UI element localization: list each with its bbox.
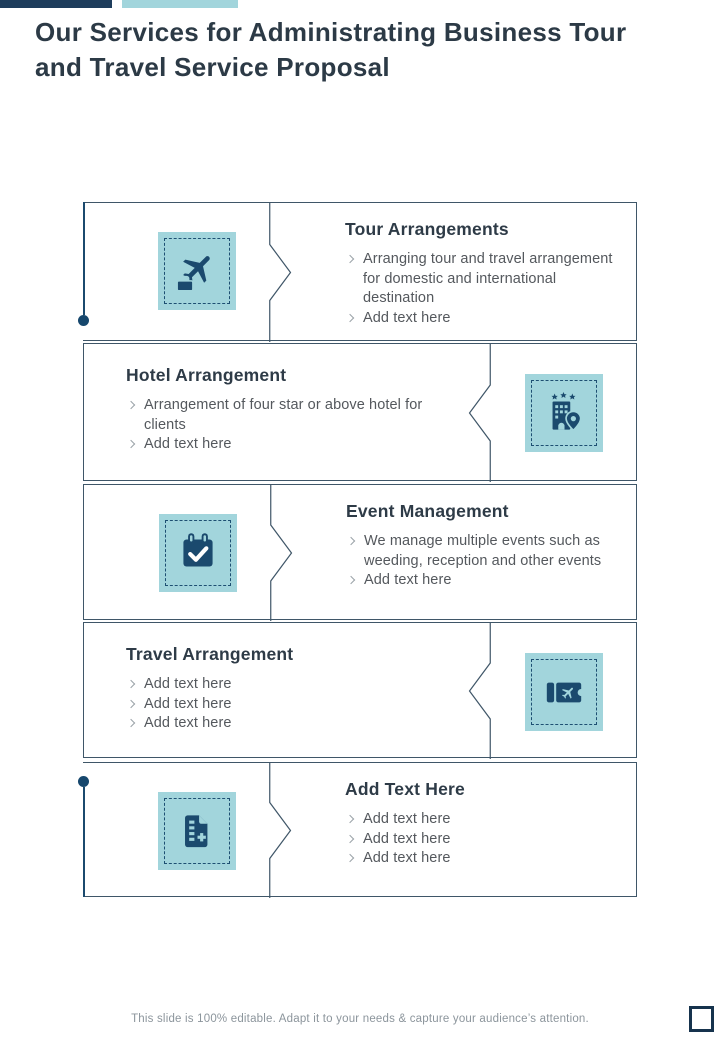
plane-briefcase-icon xyxy=(158,232,236,310)
bullet-chevron-icon xyxy=(345,810,363,830)
divider-chevron xyxy=(468,623,491,759)
bullet-text: We manage multiple events such as weedin… xyxy=(364,533,602,569)
bullet-chevron-icon xyxy=(126,714,144,734)
hotel-location-icon xyxy=(525,374,603,452)
bullet-item: Add text here xyxy=(345,309,630,329)
bullet-item: Add text here xyxy=(346,571,631,591)
bullet-chevron-icon xyxy=(345,849,363,869)
ticket-plane-icon xyxy=(546,682,585,703)
service-card-tour-arrangements: Tour Arrangements Arranging tour and tra… xyxy=(83,202,637,342)
service-title: Add Text Here xyxy=(345,779,465,799)
service-title: Tour Arrangements xyxy=(345,219,509,239)
bullet-chevron-icon xyxy=(126,396,144,435)
divider-chevron xyxy=(270,485,293,621)
bullet-text: Arrangement of four star or above hotel … xyxy=(144,397,423,433)
timeline-line-bottom xyxy=(83,787,85,897)
service-text: Hotel Arrangement Arrangement of four st… xyxy=(126,344,444,455)
document-plus-icon xyxy=(158,792,236,870)
bullet-item: Add text here xyxy=(345,849,630,869)
service-title: Travel Arrangement xyxy=(126,644,294,664)
timeline-line-top xyxy=(83,202,85,315)
service-card-hotel-arrangement: Hotel Arrangement Arrangement of four st… xyxy=(83,343,637,482)
bullet-chevron-icon xyxy=(345,250,363,309)
divider-chevron xyxy=(269,203,292,342)
service-text: Tour Arrangements Arranging tour and tra… xyxy=(345,203,630,328)
bullet-chevron-icon xyxy=(126,675,144,695)
bullet-text: Add text here xyxy=(363,850,451,866)
document-plus-icon xyxy=(185,815,208,848)
page-title-line1: Our Services for Administrating Business… xyxy=(35,17,627,47)
bullet-text: Add text here xyxy=(144,436,232,452)
bullet-list: Add text here Add text here Add text her… xyxy=(345,810,630,869)
bullet-text: Add text here xyxy=(363,830,451,847)
bullet-chevron-icon xyxy=(346,571,364,591)
top-accent-bar-teal xyxy=(122,0,238,8)
calendar-check-icon xyxy=(183,533,213,567)
bullet-item: Arranging tour and travel arrangement fo… xyxy=(345,250,630,309)
timeline-dot xyxy=(78,315,89,326)
bullet-list: Arranging tour and travel arrangement fo… xyxy=(345,250,630,328)
bullet-text: Add text here xyxy=(363,811,451,827)
bullet-list: We manage multiple events such as weedin… xyxy=(346,532,631,591)
ticket-plane-icon xyxy=(525,653,603,731)
top-accent-bar-navy xyxy=(0,0,112,8)
bullet-item: Add text here xyxy=(345,830,630,850)
footer-note: This slide is 100% editable. Adapt it to… xyxy=(131,1013,589,1025)
bullet-chevron-icon xyxy=(345,830,363,850)
bullet-text: Add text here xyxy=(144,676,232,692)
bullet-list: Add text here Add text here Add text her… xyxy=(126,675,444,734)
service-card-add-text-here: Add Text Here Add text here Add text her… xyxy=(83,762,637,898)
divider-chevron xyxy=(468,344,491,482)
hotel-location-icon xyxy=(551,391,582,432)
bullet-text: Add text here xyxy=(363,309,451,326)
bullet-text: Add text here xyxy=(144,695,232,712)
bullet-list: Arrangement of four star or above hotel … xyxy=(126,396,444,455)
bullet-item: Add text here xyxy=(126,695,444,715)
bullet-item: Add text here xyxy=(126,714,444,734)
service-card-event-management: Event Management We manage multiple even… xyxy=(83,484,637,621)
divider-chevron xyxy=(269,763,292,898)
bullet-text: Add text here xyxy=(364,572,452,588)
bullet-item: Add text here xyxy=(126,675,444,695)
bullet-text: Arranging tour and travel arrangement fo… xyxy=(363,251,613,306)
bullet-chevron-icon xyxy=(346,532,364,571)
service-text: Event Management We manage multiple even… xyxy=(346,485,631,591)
bullet-item: Add text here xyxy=(345,810,630,830)
bullet-chevron-icon xyxy=(126,435,144,455)
bullet-chevron-icon xyxy=(345,309,363,329)
page-title: Our Services for Administrating Business… xyxy=(35,15,700,85)
service-card-travel-arrangement: Travel Arrangement Add text here Add tex… xyxy=(83,622,637,759)
calendar-check-icon xyxy=(159,514,237,592)
page-title-line2: and Travel Service Proposal xyxy=(35,52,390,82)
corner-box xyxy=(689,1006,714,1032)
bullet-text: Add text here xyxy=(144,715,232,731)
bullet-chevron-icon xyxy=(126,695,144,715)
service-title: Hotel Arrangement xyxy=(126,365,287,385)
service-title: Event Management xyxy=(346,501,509,521)
timeline-dot xyxy=(78,776,89,787)
service-text: Travel Arrangement Add text here Add tex… xyxy=(126,623,444,734)
bullet-item: Add text here xyxy=(126,435,444,455)
service-text: Add Text Here Add text here Add text her… xyxy=(345,763,630,869)
plane-briefcase-icon xyxy=(176,256,210,292)
bullet-item: Arrangement of four star or above hotel … xyxy=(126,396,444,435)
bullet-item: We manage multiple events such as weedin… xyxy=(346,532,631,571)
